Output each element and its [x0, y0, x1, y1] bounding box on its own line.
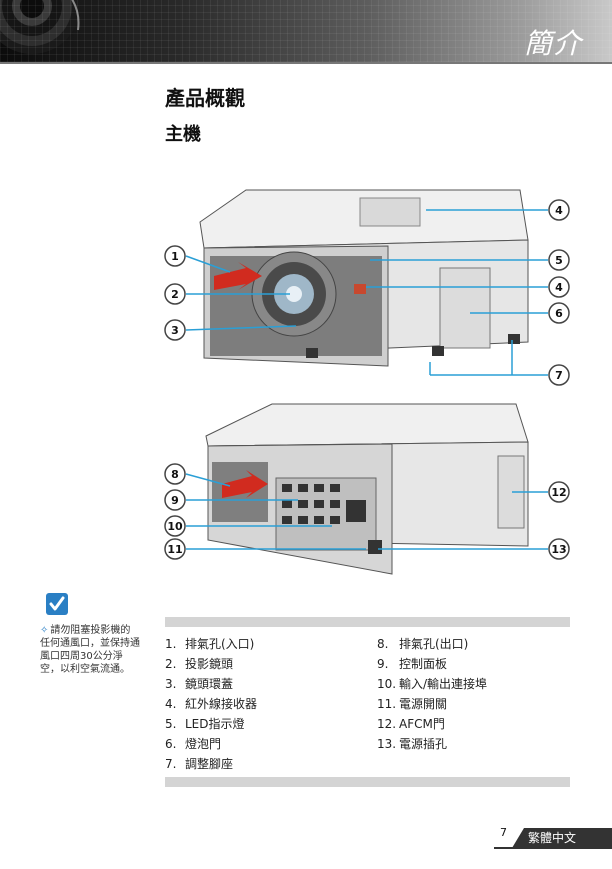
parts-list-top-bar — [165, 617, 570, 627]
svg-text:8: 8 — [171, 468, 179, 481]
note-bullet-icon: ✧ — [40, 625, 49, 636]
parts-list-bottom-bar — [165, 777, 570, 787]
svg-text:13: 13 — [551, 543, 566, 556]
callout-7: 7 — [548, 364, 570, 386]
svg-text:3: 3 — [171, 324, 179, 337]
parts-list-left: 1.排氣孔(入口) 2.投影鏡頭 3.鏡頭環蓋 4.紅外線接收器 5.LED指示… — [165, 634, 365, 774]
page-number: 7 — [500, 826, 507, 839]
page-tab — [494, 828, 612, 849]
list-item: 8.排氣孔(出口) — [377, 637, 469, 651]
svg-text:10: 10 — [167, 520, 183, 533]
callout-13: 13 — [548, 538, 570, 560]
svg-text:12: 12 — [551, 486, 566, 499]
projector-figure: 1 2 3 4 5 4 6 7 8 9 10 11 12 13 — [164, 189, 570, 575]
list-item: 3.鏡頭環蓋 — [165, 677, 234, 691]
svg-text:2: 2 — [171, 288, 179, 301]
svg-text:7: 7 — [555, 369, 563, 382]
page-subtitle: 主機 — [165, 124, 201, 145]
header-band: 簡介 — [0, 0, 612, 62]
rear-projector — [205, 403, 529, 575]
page-title: 產品概觀 — [165, 86, 245, 110]
svg-text:9: 9 — [171, 494, 179, 507]
callout-4-front: 4 — [548, 276, 570, 298]
callout-11: 11 — [164, 538, 186, 560]
list-item: 10.輸入/輸出連接埠 — [377, 677, 488, 691]
list-item: 11.電源開關 — [377, 697, 448, 711]
callout-3: 3 — [164, 319, 186, 341]
callout-10: 10 — [164, 515, 186, 537]
list-item: 6.燈泡門 — [165, 737, 222, 751]
callout-12: 12 — [548, 481, 570, 503]
callout-2: 2 — [164, 283, 186, 305]
list-item: 13.電源插孔 — [377, 737, 448, 751]
header-divider — [0, 62, 612, 64]
front-projector — [199, 189, 529, 367]
callout-8: 8 — [164, 463, 186, 485]
svg-text:5: 5 — [555, 254, 563, 267]
callout-9: 9 — [164, 489, 186, 511]
svg-text:4: 4 — [555, 281, 563, 294]
svg-text:11: 11 — [167, 543, 182, 556]
list-item: 2.投影鏡頭 — [165, 657, 234, 671]
callout-lines — [185, 209, 548, 550]
list-item: 4.紅外線接收器 — [165, 697, 258, 711]
list-item: 12.AFCM門 — [377, 717, 445, 731]
note-text-block: ✧請勿阻塞投影機的任何通風口，並保持通風口四周30公分淨空，以利空氣流通。 — [40, 624, 140, 676]
svg-text:6: 6 — [555, 307, 563, 320]
svg-text:1: 1 — [171, 250, 179, 263]
list-item: 9.控制面板 — [377, 657, 448, 671]
language-tab-label: 繁體中文 — [528, 831, 577, 845]
callout-1: 1 — [164, 245, 186, 267]
note-text: 請勿阻塞投影機的任何通風口，並保持通風口四周30公分淨空，以利空氣流通。 — [40, 625, 140, 675]
list-item: 5.LED指示燈 — [165, 717, 245, 731]
list-item: 7.調整腳座 — [165, 757, 234, 771]
callout-4-top: 4 — [548, 199, 570, 221]
parts-list-right: 8.排氣孔(出口) 9.控制面板 10.輸入/輸出連接埠 11.電源開關 12.… — [377, 634, 577, 754]
callout-6: 6 — [548, 302, 570, 324]
callout-5: 5 — [548, 249, 570, 271]
list-item: 1.排氣孔(入口) — [165, 637, 255, 651]
note-checkmark-icon — [46, 593, 68, 615]
svg-text:4: 4 — [555, 204, 563, 217]
